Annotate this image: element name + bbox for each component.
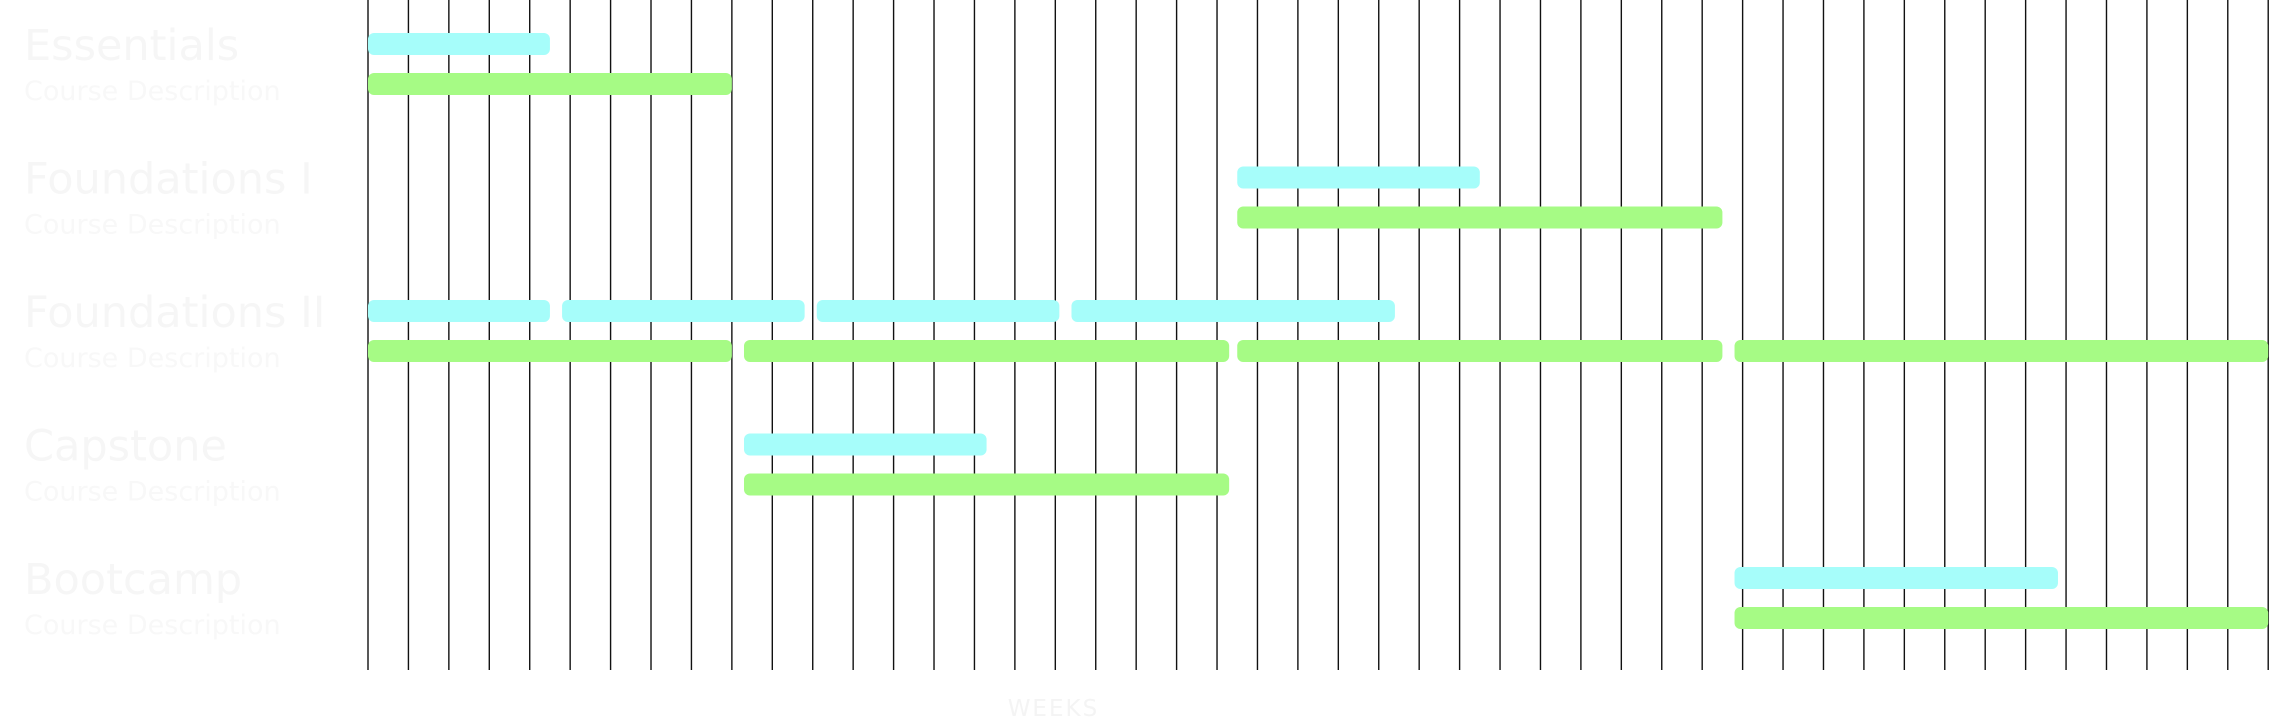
course-title: Bootcamp [24,555,242,605]
course-title: Capstone [24,422,227,472]
gantt-bar-cyan [816,300,1060,322]
gantt-bar-green [743,473,1230,496]
gantt-bar-green [1734,340,2269,362]
gantt-bar-cyan [368,300,550,322]
course-description: Course Description [24,210,281,241]
course-description: Course Description [24,76,281,107]
gantt-bar-cyan [1734,567,2058,589]
course-description: Course Description [24,610,281,641]
course-description: Course Description [24,477,281,508]
gantt-bar-green [368,340,732,362]
gantt-bar-cyan [368,33,550,55]
x-axis-label: WEEKS [1008,696,1100,720]
course-description: Course Description [24,343,281,374]
gantt-bar-green [1734,607,2269,629]
course-title: Foundations I [24,155,313,205]
gantt-bar-cyan [1237,166,1480,189]
gantt-bar-green [743,340,1230,362]
gantt-bar-green [368,73,732,95]
gantt-bar-cyan [1071,300,1395,322]
gantt-bar-green [1237,206,1723,229]
gantt-bar-cyan [562,300,805,322]
gantt-bar-cyan [743,433,987,456]
course-title: Foundations II [24,288,325,338]
course-title: Essentials [24,21,239,71]
gantt-bar-green [1237,340,1723,362]
